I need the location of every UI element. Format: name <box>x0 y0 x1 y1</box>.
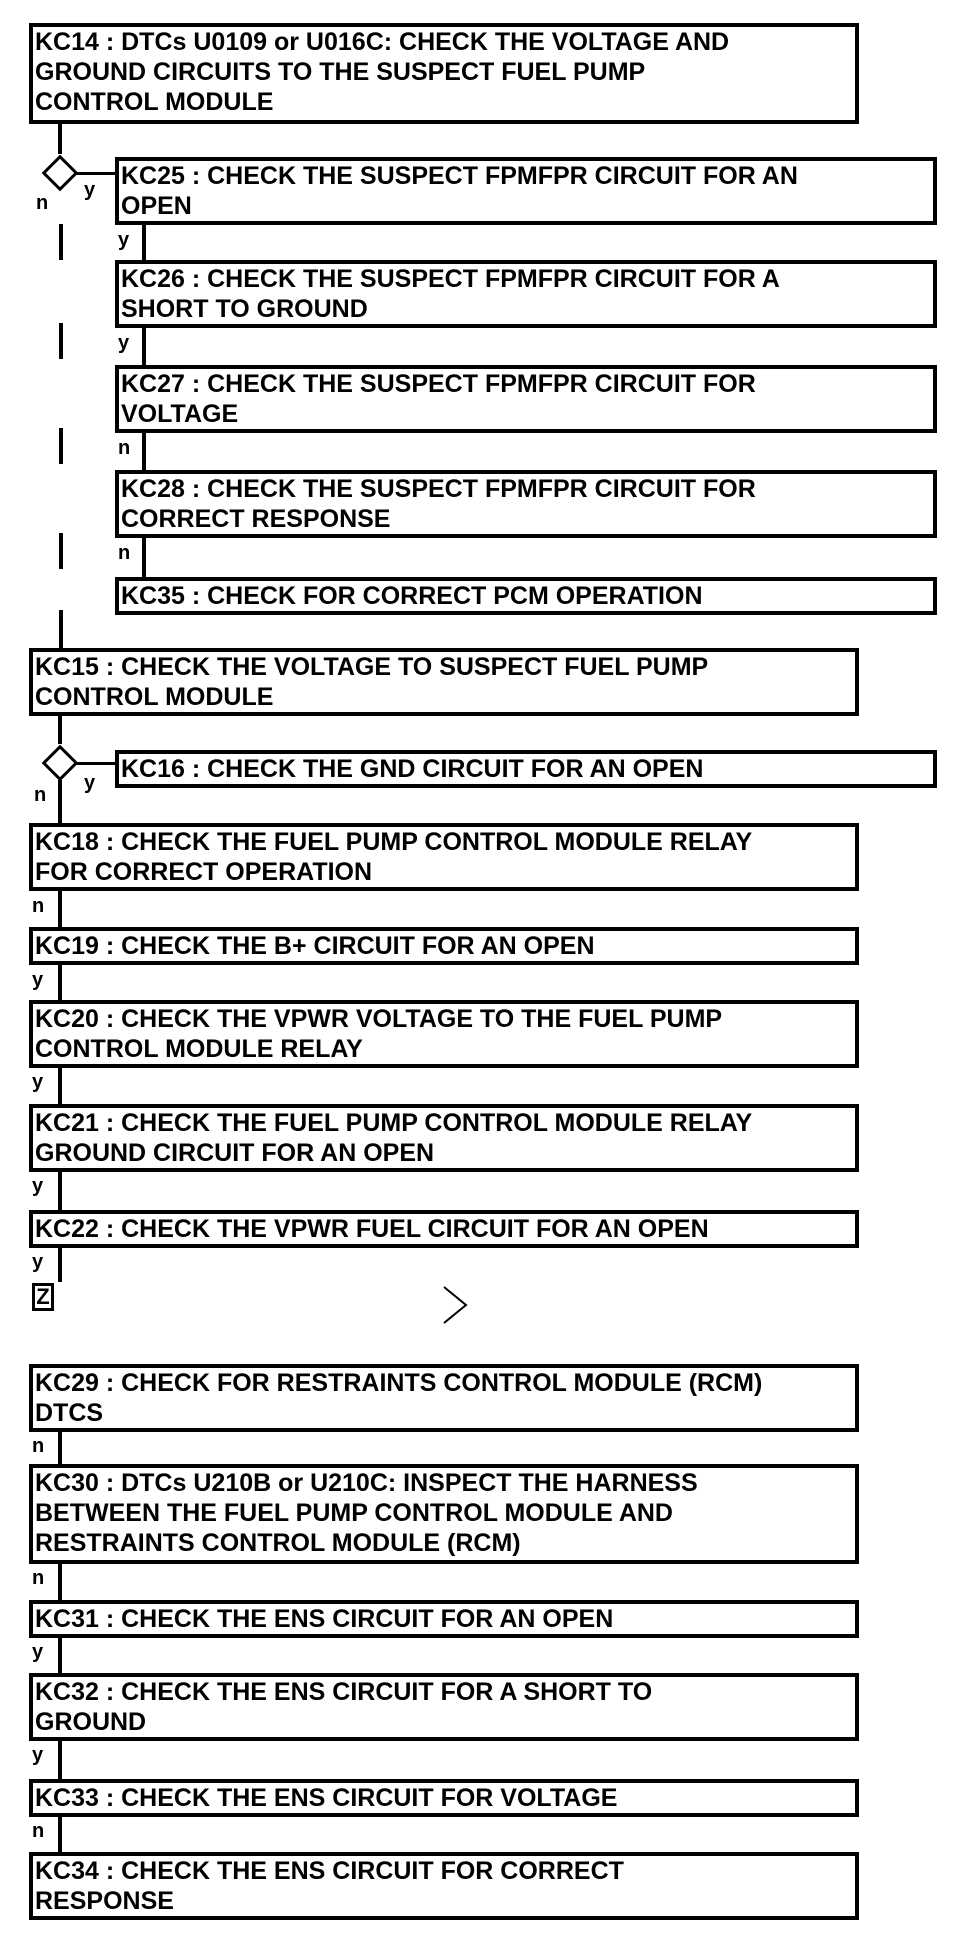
connector-line <box>58 1432 62 1464</box>
connector-line <box>75 172 115 175</box>
step-kc14: KC14 : DTCs U0109 or U016C: CHECK THE VO… <box>29 23 859 124</box>
connector-line <box>142 328 146 365</box>
step-kc34: KC34 : CHECK THE ENS CIRCUIT FOR CORRECT… <box>29 1852 859 1920</box>
connector-line <box>75 762 115 765</box>
connector-line <box>58 1638 62 1673</box>
branch-label-no: n <box>32 1820 45 1842</box>
step-kc27: KC27 : CHECK THE SUSPECT FPMFPR CIRCUIT … <box>115 365 937 433</box>
connector-line <box>58 1248 62 1282</box>
step-kc30: KC30 : DTCs U210B or U210C: INSPECT THE … <box>29 1464 859 1564</box>
decision-diamond <box>41 154 79 192</box>
branch-label-no: n <box>118 542 131 564</box>
branch-label-yes: y <box>84 179 96 201</box>
decision-diamond <box>41 744 79 782</box>
branch-label-no: n <box>34 784 47 806</box>
step-kc35: KC35 : CHECK FOR CORRECT PCM OPERATION <box>115 577 937 615</box>
branch-label-yes: y <box>32 1175 44 1197</box>
branch-label-no: n <box>32 1567 45 1589</box>
connector-line <box>58 124 62 154</box>
step-kc28: KC28 : CHECK THE SUSPECT FPMFPR CIRCUIT … <box>115 470 937 538</box>
connector-line <box>142 433 146 470</box>
chevron-right-icon <box>443 1286 468 1324</box>
connector-line <box>59 224 63 260</box>
step-kc25: KC25 : CHECK THE SUSPECT FPMFPR CIRCUIT … <box>115 157 937 225</box>
step-kc29: KC29 : CHECK FOR RESTRAINTS CONTROL MODU… <box>29 1364 859 1432</box>
step-kc32: KC32 : CHECK THE ENS CIRCUIT FOR A SHORT… <box>29 1673 859 1741</box>
branch-label-no: n <box>32 1435 45 1457</box>
connector-z: Z <box>32 1283 54 1311</box>
connector-line <box>58 1172 62 1210</box>
connector-line <box>58 780 62 823</box>
connector-line <box>58 965 62 1000</box>
connector-line <box>58 1817 62 1852</box>
step-kc26: KC26 : CHECK THE SUSPECT FPMFPR CIRCUIT … <box>115 260 937 328</box>
step-kc15: KC15 : CHECK THE VOLTAGE TO SUSPECT FUEL… <box>29 648 859 716</box>
connector-line <box>59 428 63 464</box>
branch-label-yes: y <box>32 1251 44 1273</box>
branch-label-yes: y <box>32 1641 44 1663</box>
connector-line <box>59 533 63 569</box>
connector-line <box>59 323 63 359</box>
branch-label-no: n <box>36 192 49 214</box>
connector-line <box>58 716 62 744</box>
connector-line <box>58 1564 62 1600</box>
step-kc18: KC18 : CHECK THE FUEL PUMP CONTROL MODUL… <box>29 823 859 891</box>
branch-label-yes: y <box>118 332 130 354</box>
step-kc31: KC31 : CHECK THE ENS CIRCUIT FOR AN OPEN <box>29 1600 859 1638</box>
step-kc22: KC22 : CHECK THE VPWR FUEL CIRCUIT FOR A… <box>29 1210 859 1248</box>
connector-line <box>58 891 62 927</box>
branch-label-yes: y <box>32 1744 44 1766</box>
step-kc16: KC16 : CHECK THE GND CIRCUIT FOR AN OPEN <box>115 750 937 788</box>
branch-label-no: n <box>32 895 45 917</box>
branch-label-yes: y <box>84 772 96 794</box>
step-kc20: KC20 : CHECK THE VPWR VOLTAGE TO THE FUE… <box>29 1000 859 1068</box>
step-kc33: KC33 : CHECK THE ENS CIRCUIT FOR VOLTAGE <box>29 1779 859 1817</box>
connector-line <box>58 1741 62 1779</box>
step-kc19: KC19 : CHECK THE B+ CIRCUIT FOR AN OPEN <box>29 927 859 965</box>
branch-label-yes: y <box>32 969 44 991</box>
branch-label-yes: y <box>118 229 130 251</box>
connector-line <box>59 610 63 648</box>
branch-label-no: n <box>118 437 131 459</box>
connector-line <box>142 225 146 260</box>
connector-line <box>142 538 146 577</box>
branch-label-yes: y <box>32 1071 44 1093</box>
step-kc21: KC21 : CHECK THE FUEL PUMP CONTROL MODUL… <box>29 1104 859 1172</box>
connector-line <box>58 1068 62 1104</box>
